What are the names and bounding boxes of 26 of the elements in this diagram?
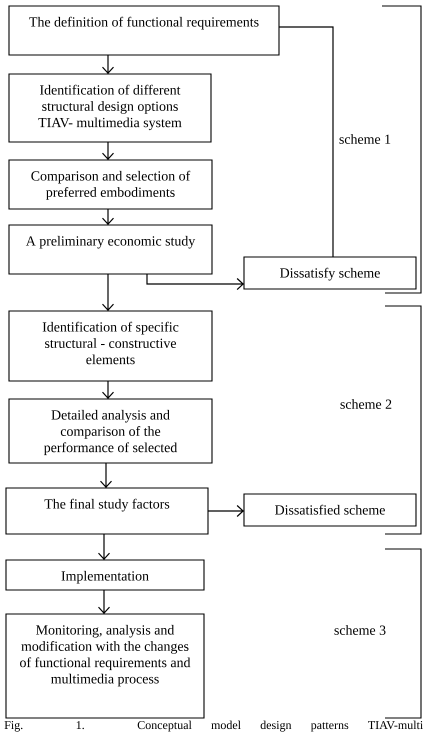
arrow — [100, 463, 112, 488]
connector-line — [279, 26, 334, 257]
arrow — [98, 534, 110, 560]
arrow — [102, 274, 114, 311]
arrow — [146, 274, 244, 290]
process-box: Identification of different structural design options TIAV- multimedia system — [8, 73, 212, 143]
figure-caption: Fig. 1. Conceptual model design patterns TIAV-multi — [4, 720, 423, 732]
process-box: The final study factors — [5, 487, 209, 535]
process-box: Comparison and selection of preferred embodiments — [8, 159, 213, 210]
process-box: Implementation — [5, 559, 205, 591]
arrow — [98, 590, 110, 614]
process-box: Dissatisfy scheme — [243, 256, 417, 290]
process-box: The definition of functional requirements — [8, 5, 280, 56]
arrow — [102, 209, 114, 225]
arrow — [102, 55, 114, 74]
process-box: Identification of specific structural - constructive elements — [8, 310, 213, 382]
arrow — [102, 142, 114, 160]
process-box: Detailed analysis and comparison of the performance of selected — [8, 398, 213, 464]
scheme-label: scheme 3 — [334, 625, 386, 635]
scheme-label: scheme 2 — [340, 399, 392, 409]
scheme-label: scheme 1 — [340, 134, 390, 144]
process-box: A preliminary economic study — [8, 224, 213, 275]
arrow — [102, 381, 114, 399]
process-box: Monitoring, analysis and modification with the changes of functional requirements and multimedia process — [5, 613, 205, 719]
process-box: Dissatisfied scheme — [243, 493, 417, 527]
arrow — [208, 505, 244, 517]
